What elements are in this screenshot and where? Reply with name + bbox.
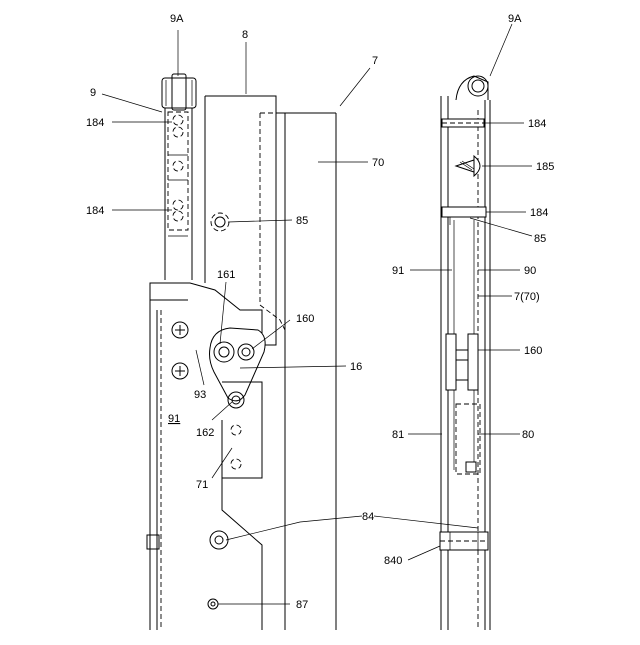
label-7: 7 — [372, 55, 378, 67]
rail-9 — [165, 108, 192, 280]
label-185: 185 — [536, 161, 554, 173]
label-184-r2: 184 — [530, 207, 548, 219]
labels-right: 9A 184 185 184 85 91 90 7(70) 160 81 80 … — [384, 13, 554, 567]
label-184-a: 184 — [86, 117, 104, 129]
screw-upper — [172, 322, 188, 338]
label-91-r: 91 — [392, 265, 404, 277]
label-84: 84 — [362, 511, 374, 523]
label-90: 90 — [524, 265, 536, 277]
pin-184-r1 — [442, 119, 484, 127]
screw-lower — [172, 363, 188, 379]
label-162: 162 — [196, 427, 214, 439]
label-85-r: 85 — [534, 233, 546, 245]
label-9a-left: 9A — [170, 13, 184, 25]
right-view: 9A 184 185 184 85 91 90 7(70) 160 81 80 … — [374, 13, 554, 630]
label-160: 160 — [296, 313, 314, 325]
block-160 — [446, 334, 480, 474]
label-9: 9 — [90, 87, 96, 99]
label-184-b: 184 — [86, 205, 104, 217]
leaders-right — [374, 24, 532, 560]
label-9a-right: 9A — [508, 13, 522, 25]
label-7-70: 7(70) — [514, 291, 540, 303]
bolt-85 — [211, 213, 229, 231]
label-8: 8 — [242, 29, 248, 41]
label-840: 840 — [384, 555, 402, 567]
roller-9a-right — [456, 76, 488, 100]
frame-7 — [260, 113, 336, 630]
label-70: 70 — [372, 157, 384, 169]
label-91: 91 — [168, 413, 180, 425]
plate-8-lower-edge — [222, 478, 262, 630]
label-71: 71 — [196, 479, 208, 491]
hole-87 — [208, 599, 218, 609]
label-161: 161 — [217, 269, 235, 281]
roller-9a-left — [162, 74, 196, 110]
label-93: 93 — [194, 389, 206, 401]
label-160-r: 160 — [524, 345, 542, 357]
pin-840 — [440, 532, 488, 550]
left-view: 9A 8 7 9 184 184 70 85 161 160 16 93 91 … — [86, 13, 384, 630]
rail-91 — [147, 300, 188, 630]
pin-84-left — [210, 531, 228, 549]
label-81: 81 — [392, 429, 404, 441]
pin-184-r2 — [442, 207, 486, 225]
label-87: 87 — [296, 599, 308, 611]
label-16: 16 — [350, 361, 362, 373]
label-85: 85 — [296, 215, 308, 227]
leaders-left — [102, 30, 370, 604]
label-80: 80 — [522, 429, 534, 441]
screw-185 — [456, 156, 480, 176]
label-184-r1: 184 — [528, 118, 546, 130]
